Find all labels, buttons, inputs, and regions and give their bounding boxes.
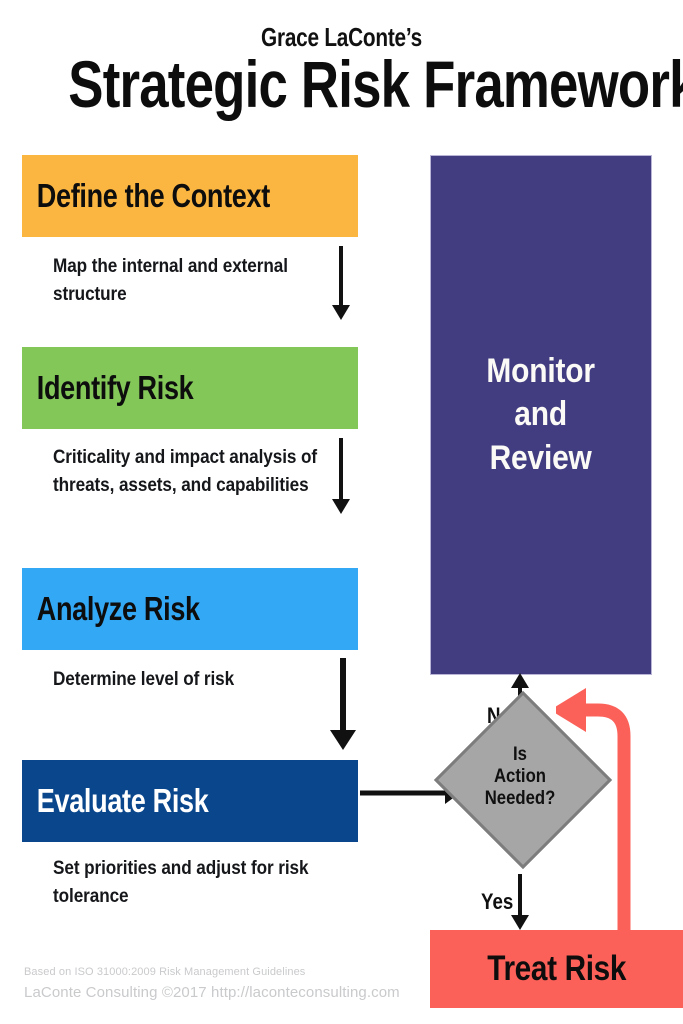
stage-caption-identify-risk: Criticality and impact analysis of threa… bbox=[53, 446, 318, 497]
stage-bar-evaluate-risk: Evaluate Risk bbox=[22, 760, 358, 842]
title-kicker: Grace LaConte’s bbox=[261, 22, 422, 52]
flow-arrow-down-3 bbox=[326, 658, 360, 750]
feedback-loop-arrow bbox=[550, 676, 683, 966]
stage-caption-analyze-risk: Determine level of risk bbox=[53, 668, 235, 690]
treat-risk-box: Treat Risk bbox=[430, 930, 683, 1008]
arrow-shaft bbox=[340, 658, 346, 732]
stage-bar-define-the-context: Define the Context bbox=[22, 155, 358, 237]
arrow-head-icon bbox=[332, 499, 350, 514]
branch-label-yes: Yes bbox=[481, 889, 514, 914]
arrow-shaft bbox=[360, 790, 446, 796]
arrow-head-icon bbox=[330, 730, 356, 750]
stage-label: Analyze Risk bbox=[36, 590, 200, 627]
arrow-shaft bbox=[339, 438, 343, 500]
stage-label: Identify Risk bbox=[36, 369, 194, 406]
stage-caption-evaluate-risk: Set priorities and adjust for risk toler… bbox=[53, 857, 309, 908]
arrow-head-icon bbox=[332, 305, 350, 320]
feedback-loop-icon bbox=[550, 688, 631, 966]
footer-source-note: Based on ISO 31000:2009 Risk Management … bbox=[24, 966, 306, 978]
flow-arrow-down-2 bbox=[328, 438, 354, 514]
stage-label: Evaluate Risk bbox=[36, 782, 209, 819]
arrow-shaft bbox=[339, 246, 343, 306]
flow-arrow-down-1 bbox=[328, 246, 354, 320]
treat-risk-label: Treat Risk bbox=[487, 949, 626, 988]
stage-bar-analyze-risk: Analyze Risk bbox=[22, 568, 358, 650]
stage-bar-identify-risk: Identify Risk bbox=[22, 347, 358, 429]
arrow-head-icon bbox=[511, 673, 529, 688]
footer-credit: LaConte Consulting ©2017 http://lacontec… bbox=[24, 984, 400, 1001]
page-title: Strategic Risk Framework bbox=[68, 47, 683, 121]
arrow-head-icon bbox=[511, 915, 529, 930]
stage-label: Define the Context bbox=[36, 177, 270, 214]
arrow-shaft bbox=[518, 874, 522, 916]
stage-caption-define-the-context: Map the internal and external structure bbox=[53, 255, 288, 306]
flow-arrow-down-yes-branch bbox=[508, 874, 532, 930]
